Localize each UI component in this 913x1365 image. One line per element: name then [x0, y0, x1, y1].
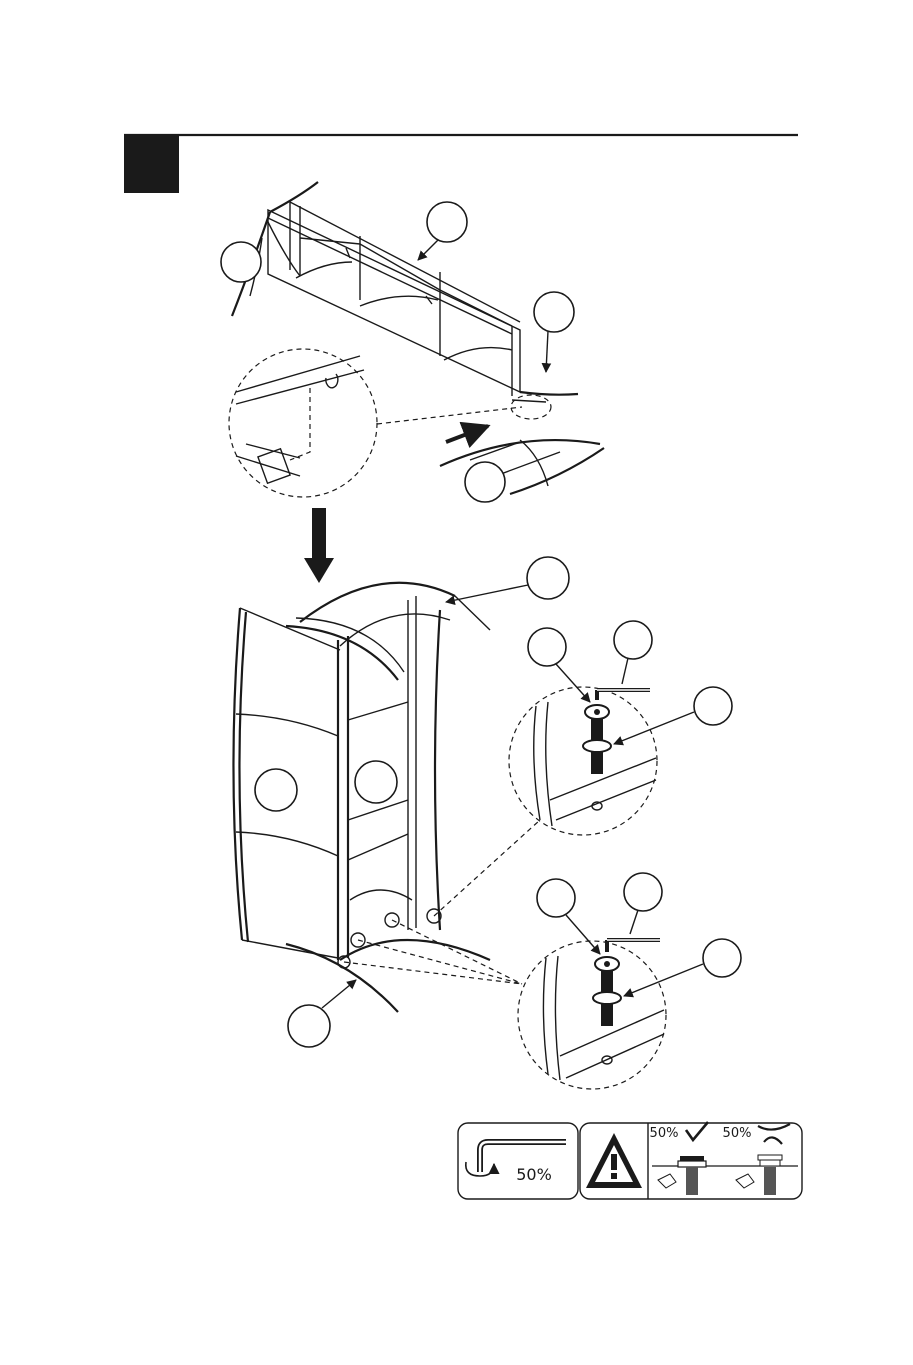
callout-bottom-base — [288, 1005, 330, 1047]
top-callouts — [221, 202, 574, 502]
callout-bottom-center-panel — [355, 761, 397, 803]
washer-icon — [583, 740, 611, 752]
tip-box-tighten: 50% — [458, 1123, 578, 1199]
detail1-callouts — [528, 621, 732, 744]
hex-key-icon-2 — [607, 940, 660, 952]
ok-percent-label: 50% — [650, 1126, 679, 1141]
bottom-callouts — [255, 557, 569, 1047]
washer-icon-2 — [593, 992, 621, 1004]
callout-top-frame-main — [427, 202, 467, 242]
callout-top-frame-right — [534, 292, 574, 332]
callout-bottom-top-roof — [527, 557, 569, 599]
step-number-box — [124, 135, 179, 193]
callout-detail1-wrench — [614, 621, 652, 659]
callout-detail1-washer — [694, 687, 732, 725]
tighten-percent-label: 50% — [516, 1165, 552, 1184]
detail-circle-1 — [509, 687, 657, 835]
callout-detail2-wrench — [624, 873, 662, 911]
detail2-callouts — [537, 873, 741, 996]
not-ok-percent-label: 50% — [723, 1126, 752, 1141]
detail-circle-top — [229, 349, 377, 497]
insert-arrow — [446, 426, 488, 442]
tip-box-warning: 50% 50% — [580, 1122, 802, 1199]
callout-bottom-left-panel — [255, 769, 297, 811]
detail-circle-2 — [518, 940, 666, 1089]
down-arrow — [304, 508, 334, 583]
step-header — [124, 135, 798, 193]
callout-detail2-washer — [703, 939, 741, 977]
callout-top-side-panel — [465, 462, 505, 502]
callout-detail2-bolt — [537, 879, 575, 917]
callout-top-frame-end — [221, 242, 261, 282]
callout-detail1-bolt — [528, 628, 566, 666]
